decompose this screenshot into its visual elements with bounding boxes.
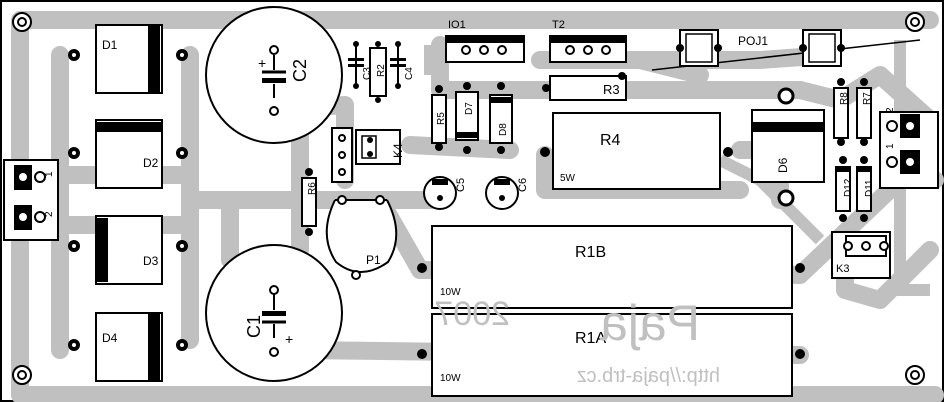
- mirrored-copper-text: Paja 2007 http://paja-trb.cz: [434, 295, 720, 387]
- resistor-r6: R6: [301, 168, 318, 236]
- output-pin2-label: 2: [885, 107, 896, 113]
- transistor-t2: T2: [549, 19, 627, 63]
- resistor-r2-label: R2: [376, 64, 387, 77]
- resistor-r6-label: R6: [307, 182, 318, 195]
- capacitor-c1-plus: +: [285, 331, 293, 347]
- resistor-r1a-power: 10W: [440, 373, 461, 384]
- capacitor-c1-label: C1: [244, 315, 264, 338]
- capacitor-c2: + C2: [205, 6, 343, 144]
- resistor-r4: R4 5W: [540, 112, 733, 190]
- regulator-io1: IO1: [445, 19, 525, 63]
- capacitor-c5-label: C5: [455, 178, 467, 192]
- input-pin1-label: 1: [44, 171, 55, 177]
- diode-d1-label: D1: [102, 38, 118, 52]
- capacitor-c2-plus: +: [258, 55, 266, 71]
- diode-d2-label: D2: [143, 156, 159, 170]
- diode-d6: D6: [751, 87, 825, 207]
- capacitor-c5: C5: [423, 176, 467, 210]
- mirrored-brand: Paja: [600, 295, 700, 351]
- resistor-r7-label: R7: [862, 92, 873, 105]
- jumper-k3: K3: [831, 231, 891, 279]
- diode-d1: D1: [68, 24, 188, 94]
- diode-d6-label: D6: [776, 157, 790, 173]
- mirrored-year: 2007: [434, 295, 510, 333]
- mirrored-url: http://paja-trb.cz: [577, 365, 720, 387]
- capacitor-c4-label: C4: [404, 67, 415, 80]
- jumper-k4: K4: [331, 127, 405, 183]
- transistor-t2-label: T2: [552, 19, 565, 31]
- capacitor-c2-label: C2: [290, 59, 310, 82]
- potentiometer-p1: P1: [325, 195, 398, 280]
- diode-d3: D3: [68, 215, 188, 285]
- resistor-r8-label: R8: [839, 92, 850, 105]
- input-pin2-label: 2: [44, 211, 55, 217]
- diode-d7: D7: [455, 82, 479, 154]
- diode-d7-label: D7: [464, 102, 475, 115]
- diode-d3-label: D3: [143, 254, 159, 268]
- diode-d4: D4: [68, 312, 188, 382]
- jumper-k3-label: K3: [836, 263, 849, 275]
- resistor-r1a: R1A 10W: [417, 313, 805, 397]
- capacitor-c3-label: C3: [362, 67, 373, 80]
- resistor-r1b-label: R1B: [575, 244, 606, 261]
- fuse-poj1-label: POJ1: [738, 34, 768, 48]
- diode-d4-label: D4: [102, 331, 118, 345]
- potentiometer-p1-label: P1: [366, 253, 381, 267]
- diode-d11: D11: [856, 156, 875, 222]
- diode-d11-label: D11: [864, 179, 875, 197]
- resistor-r8: R8: [833, 78, 850, 146]
- diode-d12: D12: [835, 156, 854, 222]
- resistor-r5: R5: [431, 85, 447, 151]
- diode-d8: D8: [489, 82, 513, 154]
- regulator-io1-label: IO1: [448, 19, 466, 31]
- resistor-r3-label: R3: [603, 82, 620, 97]
- resistor-r1b: R1B 10W: [417, 225, 805, 309]
- capacitor-c6: C6: [485, 176, 529, 210]
- resistor-r4-label: R4: [600, 132, 621, 149]
- jumper-k4-label: K4: [391, 143, 405, 158]
- capacitor-c3: C3: [348, 41, 373, 89]
- fuse-poj1: POJ1: [651, 29, 921, 71]
- resistor-r2: R2: [369, 41, 387, 103]
- resistor-r3: R3: [542, 72, 627, 101]
- resistor-r1a-label: R1A: [575, 330, 606, 347]
- resistor-r4-power: 5W: [560, 173, 576, 184]
- output-connector: 1 2: [879, 107, 939, 189]
- resistor-r7: R7: [856, 78, 873, 146]
- capacitor-c1: + C1: [205, 244, 343, 382]
- resistor-r1b-power: 10W: [440, 287, 461, 298]
- mounting-holes: [12, 12, 925, 385]
- diode-d2: D2: [68, 119, 188, 189]
- output-pin1-label: 1: [885, 143, 896, 149]
- resistor-r5-label: R5: [436, 112, 447, 125]
- capacitor-c6-label: C6: [517, 178, 529, 192]
- input-connector: 1 2: [3, 159, 59, 241]
- capacitor-c4: C4: [390, 41, 415, 89]
- diode-d12-label: D12: [843, 178, 854, 197]
- diode-d8-label: D8: [498, 123, 509, 136]
